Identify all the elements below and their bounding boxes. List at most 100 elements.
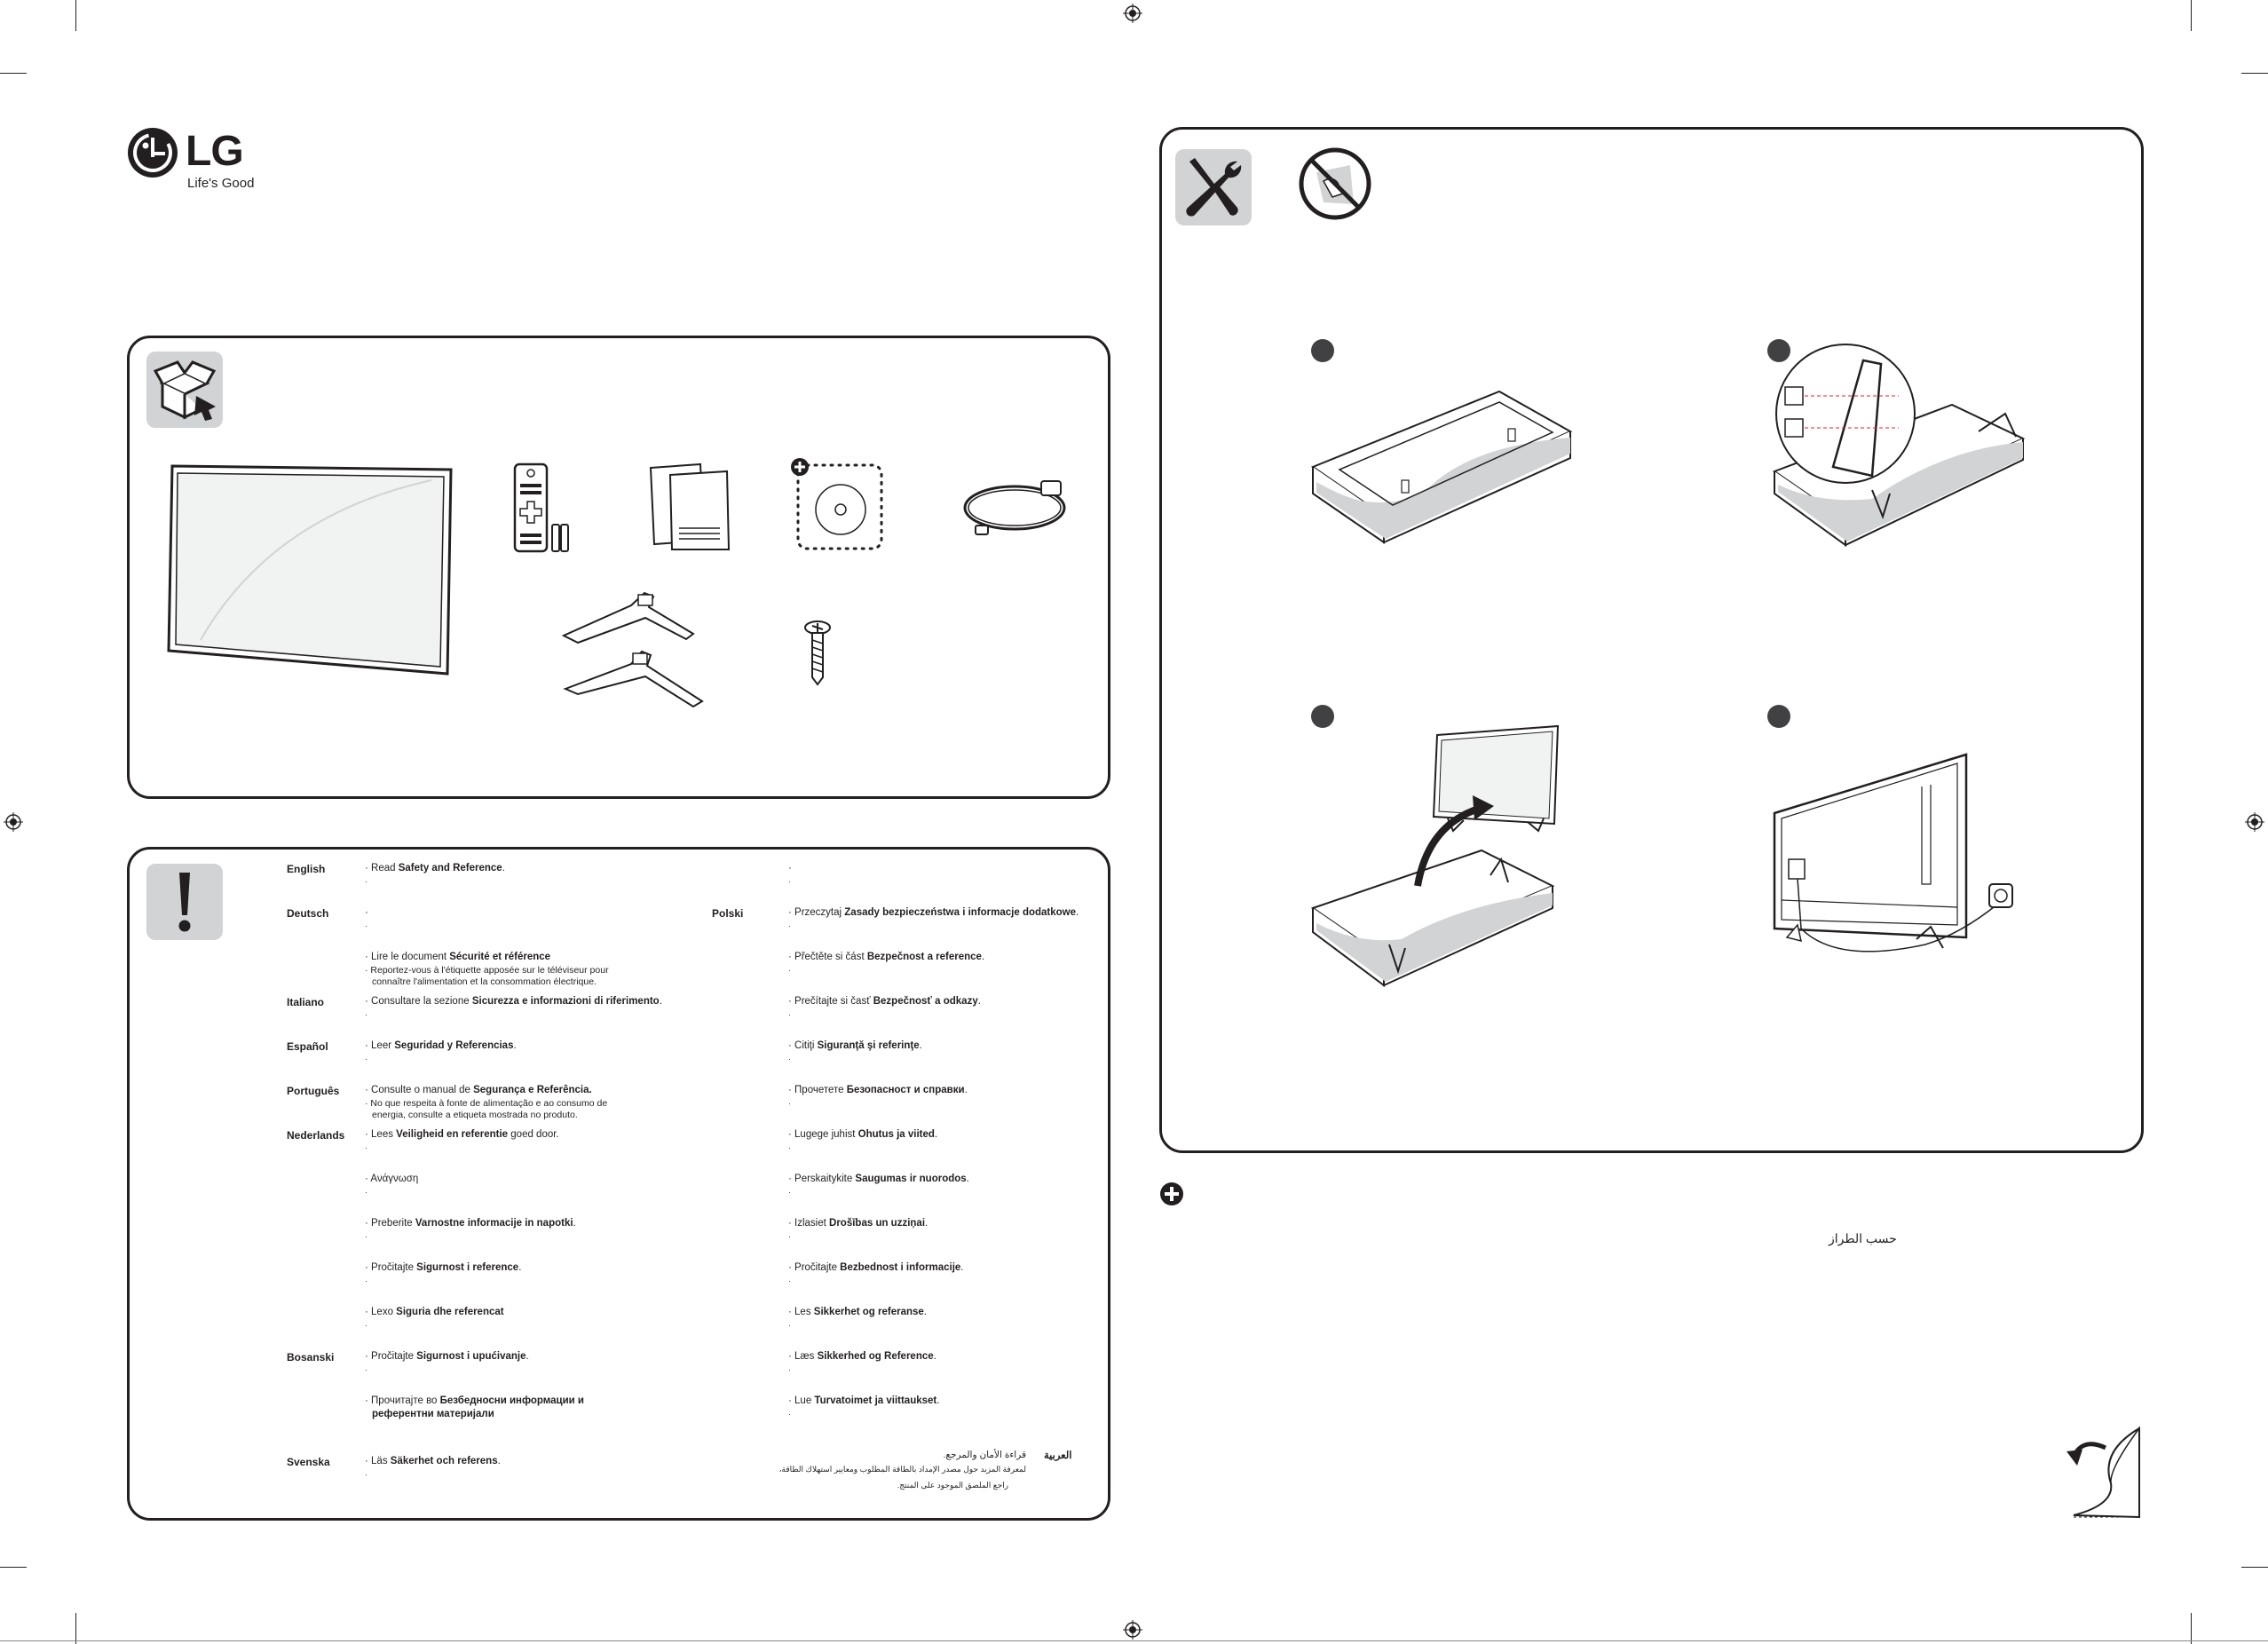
reference-line: · Läs Säkerhet och referens. <box>365 1456 501 1466</box>
bullet-placeholder: · <box>365 1470 367 1479</box>
bullet-placeholder: · <box>365 1276 367 1285</box>
reference-line: · Прочитајте во Безбедносни информации и <box>365 1395 585 1406</box>
bullet-placeholder: · <box>365 1188 367 1197</box>
language-label: Português <box>287 1085 340 1097</box>
box-contents-panel <box>127 336 1110 799</box>
reference-line: · <box>788 863 792 873</box>
reference-line: · Leer Seguridad y Referencias. <box>365 1040 517 1051</box>
reference-line: · Consulte o manual de Segurança e Refer… <box>365 1085 592 1095</box>
reference-line: · Preberite Varnostne informacije in nap… <box>365 1218 576 1229</box>
bullet-placeholder: · <box>365 1010 367 1019</box>
bullet-placeholder: · <box>365 1055 367 1063</box>
crop-mark <box>2191 1613 2192 1644</box>
bullet-placeholder: · <box>788 1276 791 1285</box>
reference-line: · Lue Turvatoimet ja viittaukset. <box>788 1395 940 1406</box>
power-cord-illustration <box>963 480 1066 535</box>
reference-line: · Les Sikkerhet og referanse. <box>788 1307 927 1317</box>
bullet-placeholder: · <box>788 1232 791 1241</box>
reference-line: · Ανάγνωση <box>365 1174 419 1184</box>
remote-control-illustration <box>513 462 569 553</box>
arabic-line-2: لمعرفة المزيد حول مصدر الإمداد بالطاقة ا… <box>778 1465 1026 1474</box>
crop-mark <box>2191 0 2192 31</box>
language-label: Deutsch <box>287 907 329 920</box>
bullet-placeholder: · <box>788 921 791 930</box>
bullet-placeholder: · <box>788 1143 791 1152</box>
bullet-placeholder: · <box>365 1365 367 1374</box>
crop-mark <box>0 1640 2268 1641</box>
reference-line: · Citiţi Siguranţă şi referinţe. <box>788 1040 922 1051</box>
registration-mark-right <box>2245 812 2264 832</box>
power-note-line: connaître l'alimentation et la consommat… <box>372 976 597 987</box>
bullet-placeholder: · <box>788 877 791 886</box>
tools-icon-box <box>1175 149 1252 225</box>
bullet-placeholder: · <box>788 1055 791 1063</box>
screwdriver-wrench-icon <box>1186 158 1242 217</box>
lg-face-icon <box>128 128 178 178</box>
step-2-illustration <box>1772 344 2026 547</box>
cd-illustration <box>791 458 883 550</box>
language-label: English <box>287 863 326 875</box>
bullet-placeholder: · <box>788 1188 791 1197</box>
lg-logo-text: LG <box>186 128 244 175</box>
arabic-line-1: قراءة الأمان والمرجع. <box>943 1450 1027 1460</box>
language-label: Nederlands <box>287 1129 345 1142</box>
reference-line: · Pročitajte Sigurnost i upućivanje. <box>365 1351 529 1362</box>
warning-icon-box <box>146 864 223 940</box>
reference-line: · Lees Veiligheid en referentie goed doo… <box>365 1129 559 1140</box>
box-contents-icon <box>153 360 217 421</box>
reference-line: · Přečtěte si část Bezpečnost a referenc… <box>788 952 985 962</box>
reference-line: · Read Safety and Reference. <box>365 863 505 873</box>
bullet-placeholder: · <box>365 1321 367 1330</box>
safety-reference-panel: English · Read Safety and Reference. · Deut… <box>127 847 1110 1521</box>
reference-line: · Pročitajte Bezbednost i informacije. <box>788 1262 964 1273</box>
step-4-illustration <box>1773 753 2013 952</box>
model-dependent-note: حسب الطراز <box>1829 1231 1897 1245</box>
page-turn-icon <box>2066 1427 2140 1519</box>
box-contents-icon-box <box>146 352 223 428</box>
bullet-placeholder: · <box>788 1365 791 1374</box>
step-1-illustration <box>1310 390 1573 544</box>
assembly-panel <box>1159 127 2144 1153</box>
bullet-placeholder: · <box>788 1010 791 1019</box>
reference-line: · Lexo Siguria dhe referencat <box>365 1307 504 1317</box>
lg-tagline: Life's Good <box>187 176 255 191</box>
reference-line: · Prečítajte si časť Bezpečnosť a odkazy… <box>788 996 981 1007</box>
arabic-lang-label: العربية <box>1044 1450 1072 1461</box>
bullet-placeholder: · <box>365 1232 367 1241</box>
language-label: Svenska <box>287 1456 330 1468</box>
reference-line: · Perskaitykite Saugumas ir nuorodos. <box>788 1174 969 1184</box>
manuals-illustration <box>649 462 731 550</box>
step-1-marker <box>1311 339 1334 362</box>
exclamation-icon <box>178 873 191 932</box>
reference-line: · Consultare la sezione Sicurezza e info… <box>365 996 662 1007</box>
tv-panel-illustration <box>167 464 453 676</box>
crop-mark <box>0 73 27 74</box>
language-label: Polski <box>712 907 744 920</box>
bullet-placeholder: · <box>788 1410 791 1419</box>
reference-line: · Przeczytaj Zasady bezpieczeństwa i inf… <box>788 907 1079 918</box>
crop-mark <box>75 0 76 31</box>
reference-line: · Прочетете Безопасност и справки. <box>788 1085 968 1095</box>
reference-line-continued: референтни материјали <box>372 1409 494 1419</box>
reference-line: · <box>365 907 368 918</box>
step-2-marker <box>1767 339 1790 362</box>
registration-mark-top <box>1123 4 1142 23</box>
crop-mark <box>75 1613 76 1644</box>
language-label: Italiano <box>287 996 325 1008</box>
lg-logo: LG Life's Good <box>127 127 269 194</box>
reference-line: · Pročitajte Sigurnost i reference. <box>365 1262 522 1273</box>
step-3-illustration <box>1310 724 1560 987</box>
registration-mark-left <box>4 812 23 832</box>
step-3-marker <box>1311 705 1334 728</box>
reference-line: · Lugege juhist Ohutus ja viited. <box>788 1129 938 1140</box>
no-touch-screen-icon <box>1299 147 1371 220</box>
bullet-placeholder: · <box>788 966 791 975</box>
language-label: Español <box>287 1040 328 1053</box>
power-note-line: energia, consulte a etiqueta mostrada no… <box>372 1110 578 1120</box>
plus-circle-icon <box>1160 1182 1183 1205</box>
bullet-placeholder: · <box>365 921 367 930</box>
reference-line: · Izlasiet Drošības un uzziņai. <box>788 1218 929 1229</box>
crop-mark <box>2241 1567 2268 1568</box>
arabic-line-3: راجع الملصق الموجود على المنتج. <box>897 1481 1008 1490</box>
stand-illustration <box>561 591 704 708</box>
